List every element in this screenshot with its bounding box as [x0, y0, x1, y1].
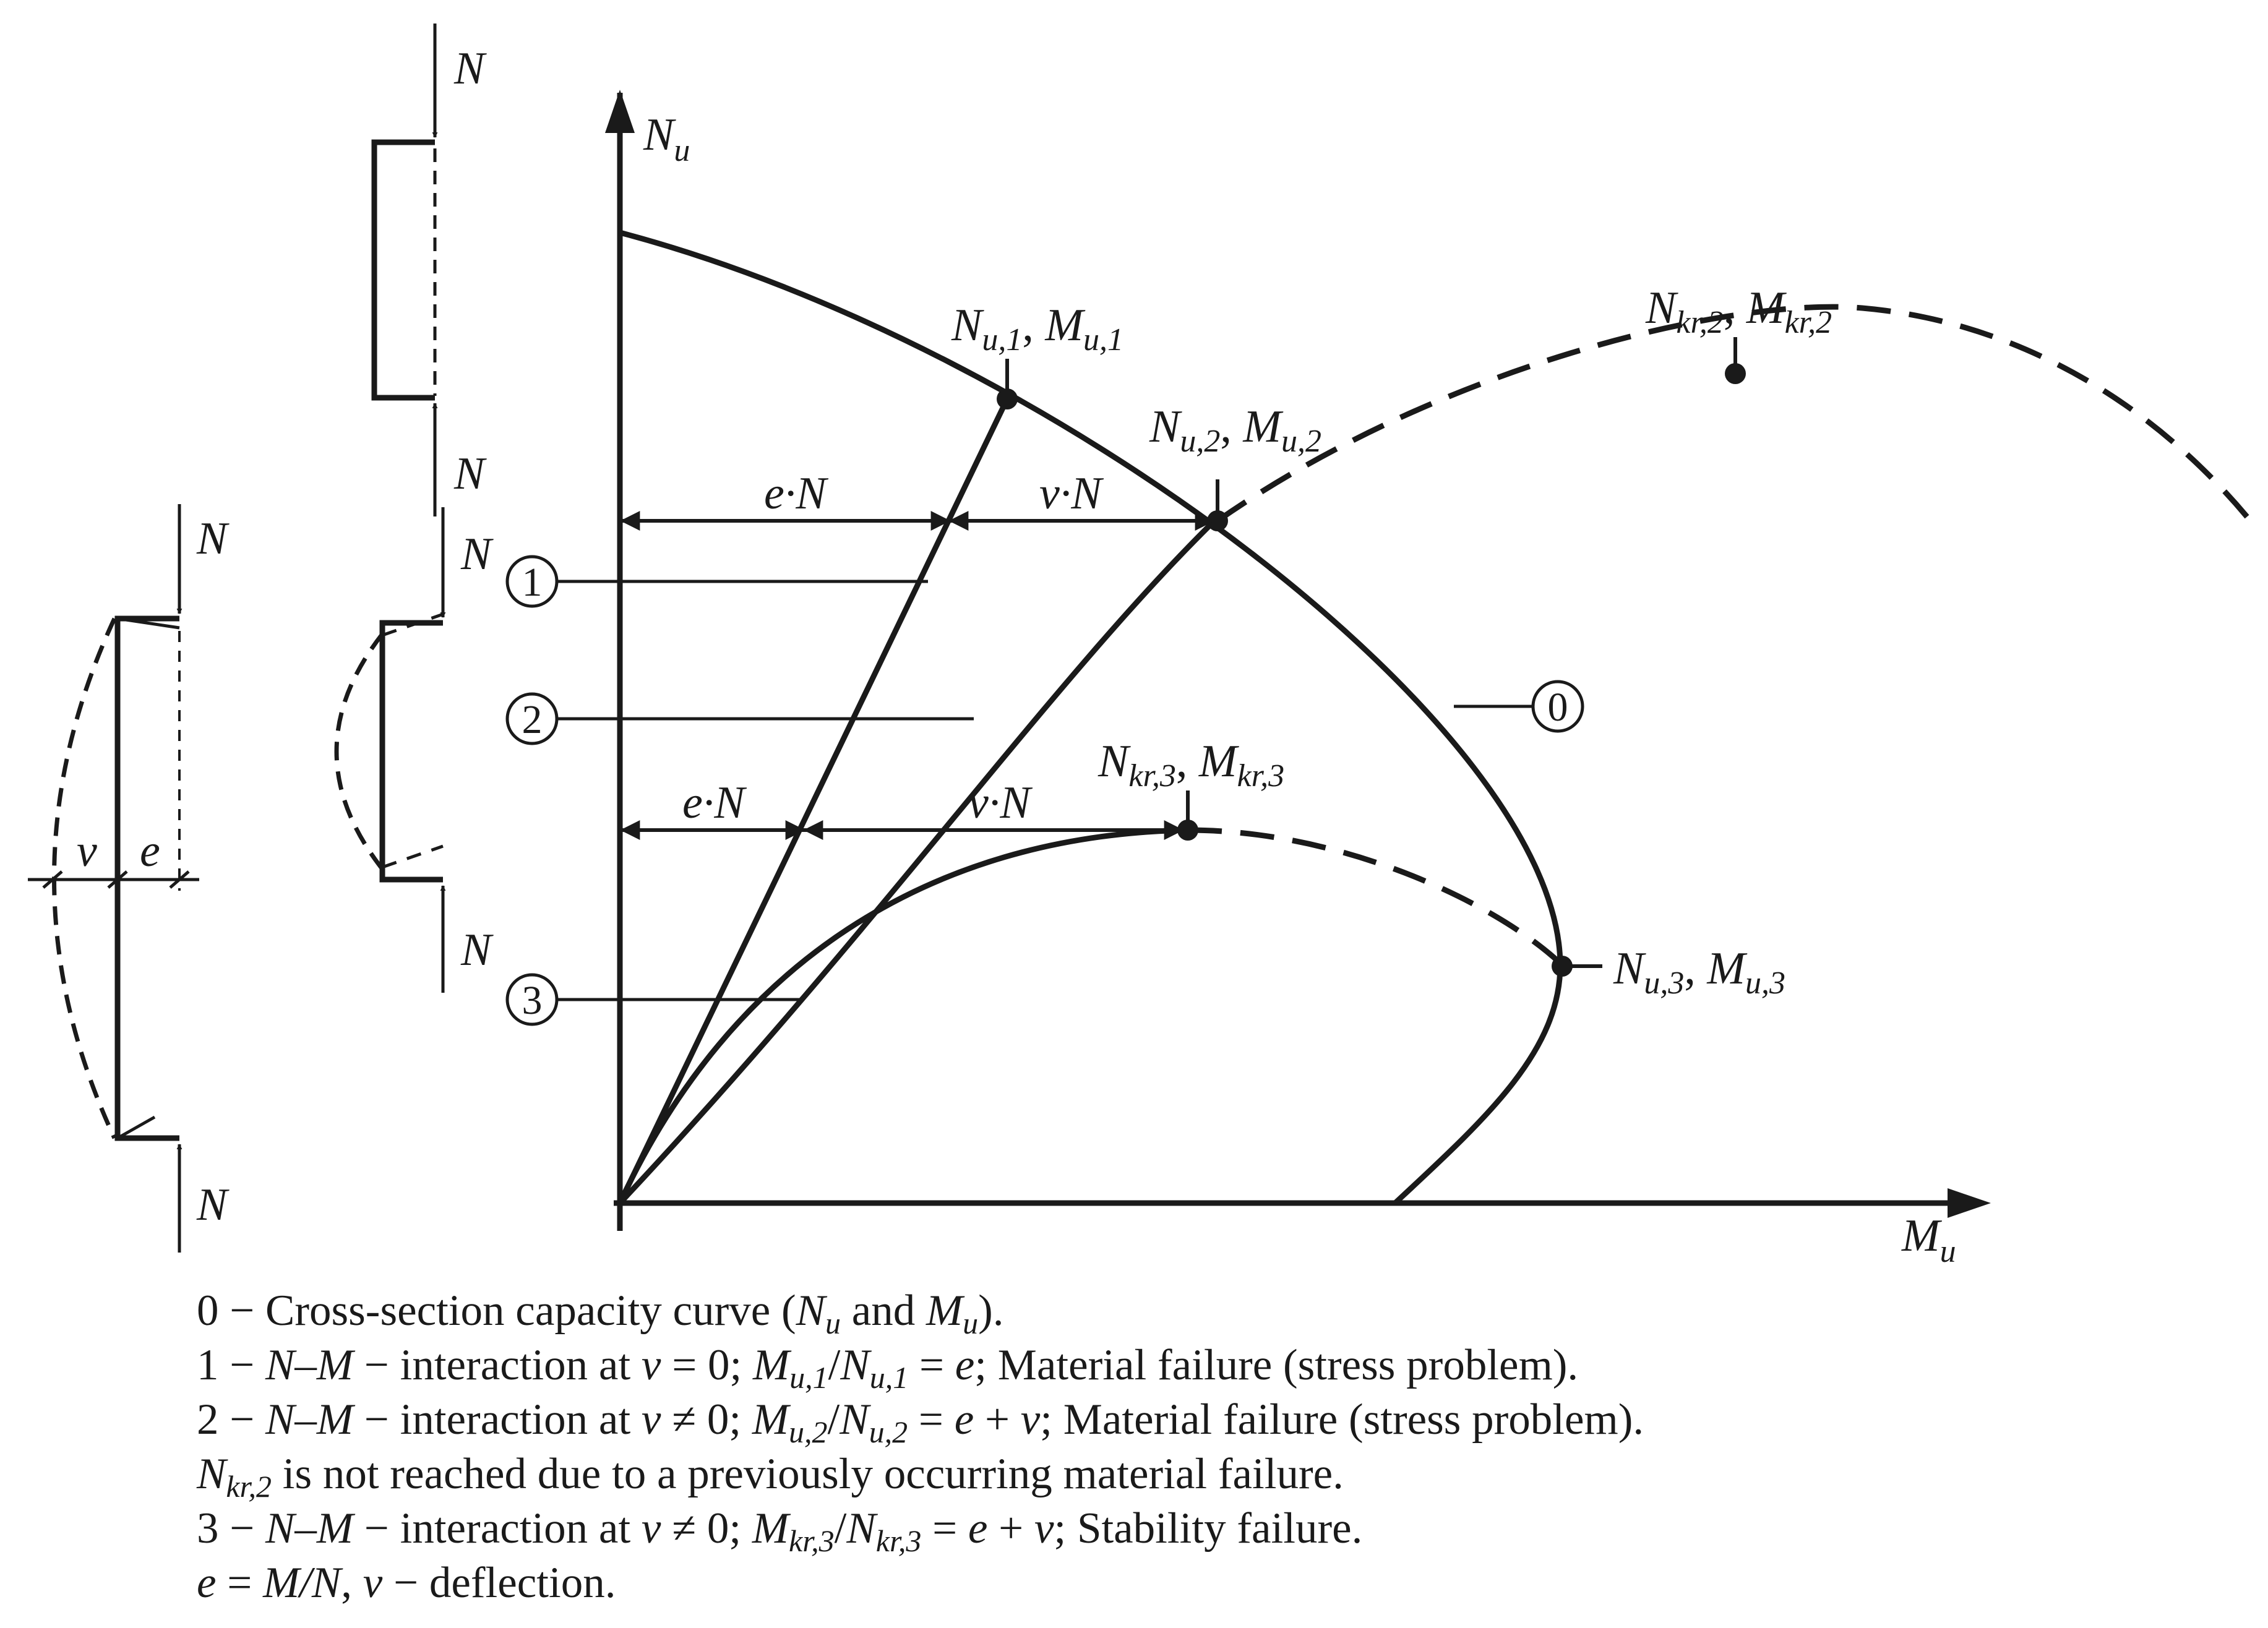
callout-1: 1 [505, 555, 928, 608]
curve-0-capacity [619, 229, 1563, 1206]
label-N-a-bottom: N [453, 448, 487, 499]
column-sketch-eccentric [28, 504, 199, 1253]
column-sketch-deflected [334, 507, 446, 993]
curve-1-interaction [617, 398, 1010, 1204]
label-N-a-top: N [453, 43, 487, 94]
y-axis-label: Nu [643, 109, 690, 168]
svg-text:0: 0 [1548, 685, 1568, 730]
legend-row-3: 3 − N–M − interaction at v ≠ 0; Mkr,3/Nk… [197, 1504, 1363, 1558]
curve-2-interaction [617, 517, 1218, 1206]
legend: 0 − Cross-section capacity curve (Nu and… [197, 1283, 2176, 1610]
label-nkr3: Nkr,3, Mkr,3 [1097, 736, 1284, 794]
svg-text:2: 2 [522, 697, 543, 742]
label-N-b-bottom: N [460, 925, 494, 975]
label-vN-lower: v·N [968, 778, 1033, 828]
callout-0: 0 [1454, 680, 1584, 733]
column-sketch-undeformed [371, 24, 438, 516]
label-nkr2: Nkr,2, Mkr,2 [1645, 283, 1832, 340]
label-eN-upper: e·N [764, 468, 828, 519]
label-N-c-bottom: N [196, 1180, 230, 1230]
label-nu3: Nu,3, Mu,3 [1613, 943, 1785, 1001]
legend-row-1: 1 − N–M − interaction at v = 0; Mu,1/Nu,… [197, 1341, 1579, 1395]
x-axis-arrowhead [1948, 1188, 1991, 1218]
y-axis-arrowhead [605, 90, 635, 133]
label-nu1: Nu,1, Mu,1 [951, 300, 1123, 358]
legend-row-4: e = M/N, v − deflection. [197, 1559, 616, 1607]
x-axis-label: Mu [1901, 1210, 1956, 1269]
curve-3-interaction [617, 827, 1188, 1204]
label-vN-upper: v·N [1039, 468, 1104, 519]
label-nu2: Nu,2, Mu,2 [1149, 401, 1321, 459]
svg-text:1: 1 [522, 560, 543, 605]
callout-3: 3 [505, 973, 804, 1026]
label-N-c-top: N [196, 513, 230, 564]
label-v-sketch: v [77, 826, 97, 876]
dashed-stability-curve-3 [1187, 827, 1565, 967]
callout-2: 2 [505, 692, 974, 745]
legend-row-2: 2 − N–M − interaction at v ≠ 0; Mu,2/Nu,… [197, 1395, 1644, 1449]
legend-row-0: 0 − Cross-section capacity curve (Nu and… [197, 1287, 1004, 1340]
label-N-b-top: N [460, 529, 494, 580]
svg-text:3: 3 [522, 978, 543, 1023]
legend-row-2b: Nkr,2 is not reached due to a previously… [197, 1450, 1344, 1504]
label-eN-lower: e·N [682, 778, 747, 828]
label-e-sketch: e [140, 826, 160, 876]
dashed-stability-curve-2 [1216, 304, 2254, 525]
